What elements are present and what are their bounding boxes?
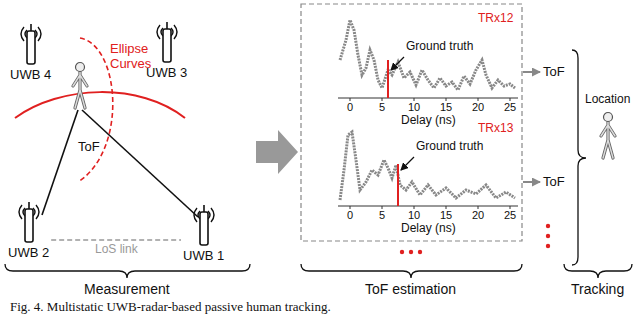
tick-label: 5 xyxy=(379,209,385,222)
brace xyxy=(5,264,250,278)
brace xyxy=(301,264,522,278)
axis-label: Delay (ns) xyxy=(401,222,456,236)
figure-caption: Fig. 4. Multistatic UWB-radar-based pass… xyxy=(10,300,331,315)
tick-label: 25 xyxy=(504,209,516,222)
antenna-label: UWB 1 xyxy=(183,249,224,264)
link-label: TRx12 xyxy=(478,12,513,26)
person-figure xyxy=(601,113,615,159)
cir-curve xyxy=(340,20,515,90)
cir-curve xyxy=(340,132,515,200)
stage-label: ToF estimation xyxy=(365,281,456,297)
antenna-icon xyxy=(189,203,219,249)
ground-truth-line xyxy=(387,60,389,98)
leader-arrow xyxy=(391,57,404,70)
stage-label: Measurement xyxy=(84,281,170,297)
axis-ticks xyxy=(350,98,510,101)
tick-label: 0 xyxy=(347,101,353,114)
antenna-label: UWB 2 xyxy=(8,246,49,261)
output-label: ToF xyxy=(543,175,565,190)
ground-truth-line xyxy=(397,164,399,206)
uwb-antenna: UWB 3 xyxy=(146,20,187,81)
tick-label: 20 xyxy=(472,101,484,114)
leader-arrow xyxy=(401,157,414,170)
tof-path xyxy=(42,110,78,215)
antenna-label: UWB 3 xyxy=(146,66,187,81)
brace xyxy=(572,50,586,265)
los-link xyxy=(51,239,181,241)
output-arrow xyxy=(523,181,540,183)
edge-label: LoS link xyxy=(95,243,138,257)
annotation: Ground truth xyxy=(406,40,473,54)
axis xyxy=(338,206,518,207)
uwb-antenna: UWB 1 xyxy=(183,203,224,264)
tick-label: 10 xyxy=(408,209,420,222)
output-label: Location xyxy=(585,93,630,107)
tick-label: 15 xyxy=(440,101,452,114)
axis-label: Delay (ns) xyxy=(401,114,456,128)
output-label: ToF xyxy=(543,65,565,80)
annotation: Ground truth xyxy=(416,140,483,154)
uwb-antenna: UWB 2 xyxy=(8,200,49,261)
person-figure xyxy=(73,63,87,109)
axis-ticks xyxy=(350,206,510,209)
ellipse-curve xyxy=(78,38,113,182)
annotation: Ellipse Curves xyxy=(110,42,160,72)
tick-label: 5 xyxy=(379,101,385,114)
stage-label: Tracking xyxy=(571,281,624,297)
uwb-antenna: UWB 4 xyxy=(10,22,51,83)
tof-panel xyxy=(301,4,522,241)
path-label: ToF xyxy=(78,140,100,155)
tick-label: 15 xyxy=(440,209,452,222)
ellipse-curve xyxy=(15,92,185,118)
output-arrow xyxy=(523,71,540,73)
antenna-icon xyxy=(16,22,46,68)
tof-path xyxy=(82,110,198,217)
antenna-icon xyxy=(14,200,44,246)
antenna-label: UWB 4 xyxy=(10,68,51,83)
antenna-icon xyxy=(152,20,182,66)
link-label: TRx13 xyxy=(478,122,513,136)
tick-label: 25 xyxy=(504,101,516,114)
brace xyxy=(564,264,632,278)
flow-arrow xyxy=(256,130,298,174)
tick-label: 20 xyxy=(472,209,484,222)
tick-label: 0 xyxy=(347,209,353,222)
tick-label: 10 xyxy=(408,101,420,114)
axis xyxy=(338,98,518,99)
